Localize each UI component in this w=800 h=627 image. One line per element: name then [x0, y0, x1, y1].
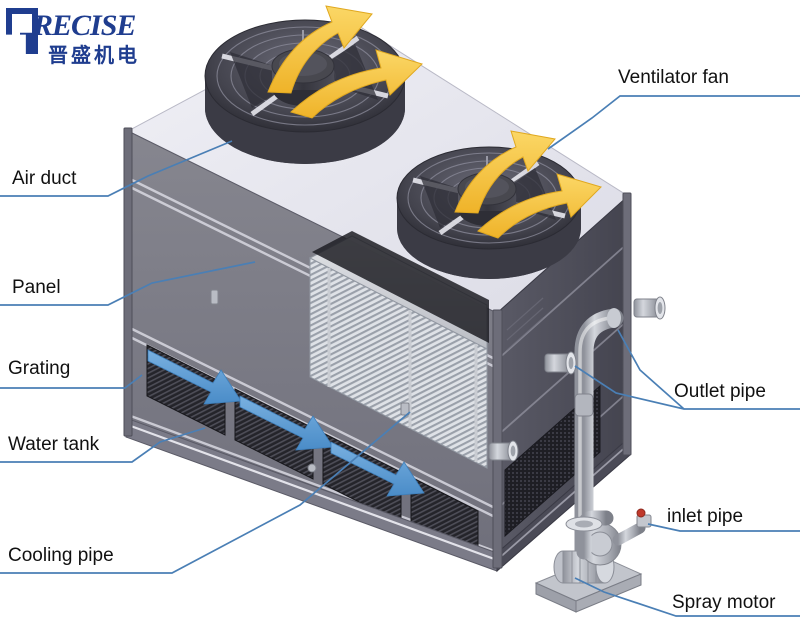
- callout-water-tank: Water tank: [8, 434, 100, 455]
- leader-cooling-pipe: [0, 411, 411, 574]
- corner-posts: [123, 127, 632, 569]
- leader-lines: [0, 95, 800, 617]
- leader-spray-motor: [574, 577, 800, 617]
- leader-panel: [0, 261, 256, 306]
- logo-chinese-text: 晋盛机电: [48, 43, 140, 67]
- leader-air-duct: [0, 140, 233, 197]
- pipe-flange-upper: [633, 296, 666, 320]
- callout-air-duct: Air duct: [12, 168, 77, 189]
- callout-panel: Panel: [12, 277, 61, 298]
- airflow-arrow-rear-1: [267, 5, 373, 94]
- airflow-arrow-front-1: [454, 130, 556, 214]
- intake-arrow-3: [330, 441, 425, 497]
- logo-wordmark: RECISE: [33, 9, 136, 42]
- callout-grating: Grating: [8, 358, 71, 379]
- intake-arrow-1: [147, 349, 242, 405]
- front-face-fittings: [210, 289, 410, 473]
- callout-ventilator-fan: Ventilator fan: [618, 67, 729, 88]
- callout-inlet-pipe: inlet pipe: [667, 506, 744, 527]
- leader-outlet-secondary: [617, 329, 685, 410]
- leader-inlet-pipe: [647, 523, 800, 532]
- coil-block: [308, 231, 489, 469]
- callout-spray-motor: Spray motor: [672, 592, 776, 613]
- precise-logo: RECISE 晋盛机电: [6, 6, 166, 67]
- leader-grating: [0, 374, 143, 389]
- leader-water-tank: [0, 427, 206, 463]
- leader-ventilator-fan: [547, 95, 800, 150]
- pump-assembly: [534, 508, 652, 613]
- pipe-flange-lower: [488, 440, 519, 462]
- pipe-bracket-mid: [574, 393, 594, 417]
- pipe-flange-mid: [544, 351, 577, 375]
- leader-outlet-pipe: [574, 365, 800, 410]
- callout-cooling-pipe: Cooling pipe: [8, 545, 114, 566]
- airflow-arrow-rear-2: [290, 49, 423, 119]
- right-vent-slots: [506, 297, 544, 351]
- airflow-arrow-front-2: [477, 173, 602, 239]
- callout-outlet-pipe: Outlet pipe: [674, 381, 766, 402]
- outlet-pipe-riser: [574, 308, 624, 562]
- intake-arrow-2: [239, 395, 334, 451]
